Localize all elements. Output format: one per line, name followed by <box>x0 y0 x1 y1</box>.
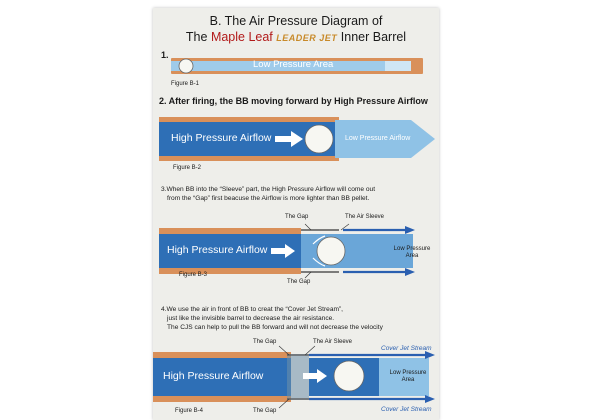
figure2-bb <box>304 124 334 154</box>
figure4-sleeve <box>287 354 309 400</box>
figure3-high-pressure-label: High Pressure Airflow <box>167 244 268 256</box>
figure3-low-pressure-label-2: Area <box>405 253 419 259</box>
figure3-gap-top-label: The Gap <box>285 214 309 220</box>
figure1-low-pressure-label: Low Pressure Area <box>253 59 334 70</box>
figure3-leader-sleeve <box>340 223 350 231</box>
figure4-note-line3: The CJS can help to pull the BB forward … <box>167 324 383 331</box>
figure1-muzzle <box>385 61 411 71</box>
figure4-low-pressure-label-1: Low Pressure <box>389 370 427 376</box>
figure3-gap-wisp-2 <box>312 257 326 267</box>
figure3-gap-bottom-label: The Gap <box>287 279 311 285</box>
figure3-note-line2: from the “Gap” first beacuse the Airflow… <box>167 195 370 202</box>
diagram-sheet: B. The Air Pressure Diagram of The Maple… <box>153 8 439 420</box>
figure4-sleeve-label: The Air Sleeve <box>313 339 353 345</box>
figure1-caption: Figure B-1 <box>171 81 200 87</box>
figure4-high-pressure-flow <box>153 358 291 396</box>
figure1-step: 1. <box>161 50 169 60</box>
figure2-push-arrow <box>275 131 303 147</box>
figure3-sleeve-label: The Air Sleeve <box>345 214 385 220</box>
figure4-cjs-arrow-top <box>425 351 435 359</box>
figure4-leader-gap-top <box>278 345 290 356</box>
figure3-leader-gap-top <box>304 223 312 231</box>
leader-jet-logo: LEADER JET <box>276 33 338 43</box>
figure4-flow-ahead <box>379 358 429 396</box>
diagram-title-line2: The Maple Leaf LEADER JET Inner Barrel <box>153 30 439 44</box>
figure4-leader-sleeve <box>304 345 316 356</box>
title-suffix: Inner Barrel <box>340 30 407 44</box>
figure4-push-arrow <box>303 369 327 383</box>
figure3-caption: Figure B-3 <box>179 272 208 278</box>
figure4-leader-gap-bottom <box>278 398 290 409</box>
figure2-low-pressure-label: Low Pressure Airflow <box>345 135 411 142</box>
figure1-bb <box>178 58 194 74</box>
figure3-note-line1: 3.When BB into the “Sleeve” part, the Hi… <box>161 186 376 193</box>
figure4-graphic <box>153 345 435 409</box>
figure4-bb <box>333 360 365 392</box>
figure4-gap-top-label: The Gap <box>253 339 277 345</box>
title-prefix: The <box>185 30 208 44</box>
figure4-high-pressure-label: High Pressure Airflow <box>163 370 264 382</box>
figure3-gap-wisp-1 <box>312 235 326 245</box>
figure4-note-line2: just like the invisible barrel to decrea… <box>167 315 335 322</box>
figure2-caption: Figure B-2 <box>173 165 202 171</box>
figure3-jet-arrow-bottom <box>405 268 415 276</box>
figure2-low-pressure-arrow <box>335 120 435 158</box>
figure4-cjs-arrow-bottom <box>425 395 435 403</box>
figure1-bore <box>171 61 411 71</box>
diagram-title-line1: B. The Air Pressure Diagram of <box>209 14 383 28</box>
figure3-graphic <box>159 223 415 279</box>
figure2-graphic <box>159 117 435 161</box>
figure4-cjs-top-label: Cover Jet Stream <box>381 345 432 352</box>
figure3-bb <box>316 236 346 266</box>
figure1-graphic <box>171 58 423 74</box>
figure4-cjs-bottom-label: Cover Jet Stream <box>381 406 432 413</box>
figure4-caption: Figure B-4 <box>175 408 204 414</box>
figure3-leader-gap-bottom <box>304 271 312 279</box>
figure2-high-pressure-label: High Pressure Airflow <box>171 132 272 144</box>
figure2-step: 2. After firing, the BB moving forward b… <box>159 96 428 106</box>
figure4-note-line1: 4.We use the air in front of BB to creat… <box>161 306 344 313</box>
figure3-push-arrow <box>271 244 295 258</box>
title-brand: Maple Leaf <box>210 30 273 44</box>
figure4-low-pressure-label-2: Area <box>401 377 415 383</box>
figure3-low-pressure-label-1: Low Pressure <box>393 246 431 252</box>
figure3-jet-arrow-top <box>405 226 415 234</box>
figure4-gap-bottom-label: The Gap <box>253 408 277 414</box>
